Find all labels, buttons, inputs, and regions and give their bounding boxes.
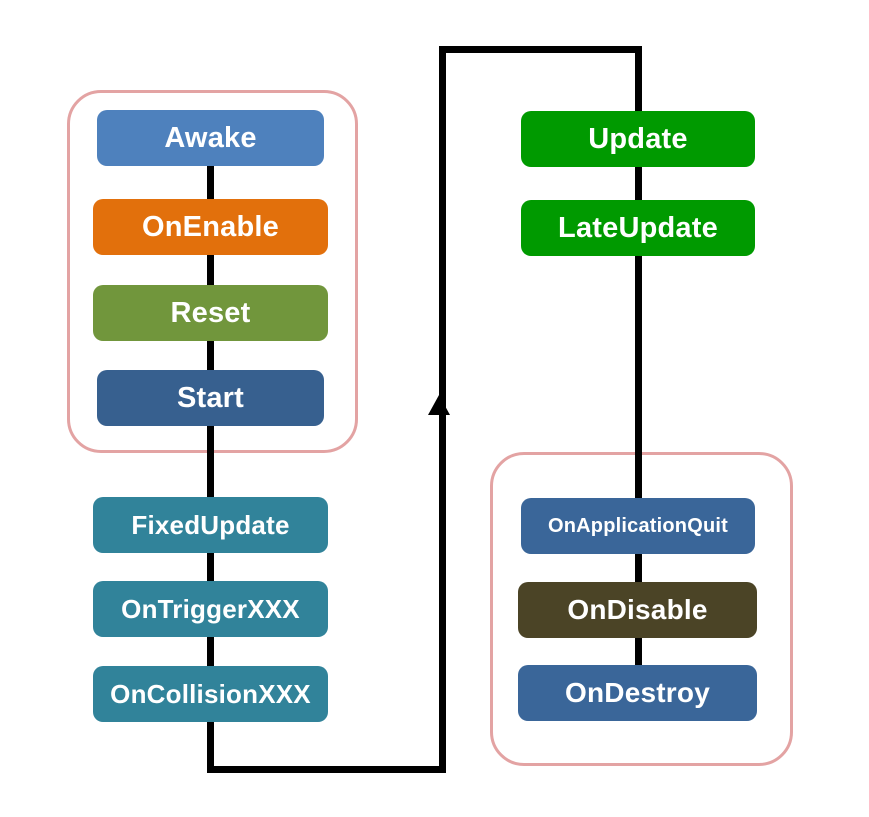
edge-awake-to-onenable <box>207 160 214 206</box>
node-reset[interactable]: Reset <box>93 285 328 341</box>
edge-reset-to-start <box>207 335 214 375</box>
node-update[interactable]: Update <box>521 111 755 167</box>
edge-fixedupdate-to-ontrigger <box>207 547 214 587</box>
edge-oncollision-down <box>207 716 214 773</box>
edge-bottom-loop-horizontal <box>207 766 446 773</box>
node-lateupdate[interactable]: LateUpdate <box>521 200 755 256</box>
edge-top-loop-vertical-left <box>439 46 446 406</box>
edge-lateupdate-to-quit <box>635 250 642 503</box>
node-start[interactable]: Start <box>97 370 324 426</box>
node-awake[interactable]: Awake <box>97 110 324 166</box>
arrowhead-arrow-to-update-loop <box>428 395 450 415</box>
edge-onenable-to-reset <box>207 249 214 291</box>
edge-ontrigger-to-oncollision <box>207 631 214 671</box>
node-onenable[interactable]: OnEnable <box>93 199 328 255</box>
edge-top-loop-horizontal <box>439 46 641 53</box>
edge-update-to-lateupdate <box>635 161 642 205</box>
edge-loop-up-to-update <box>439 400 446 770</box>
edge-top-loop-into-update <box>635 46 642 126</box>
node-ondisable[interactable]: OnDisable <box>518 582 757 638</box>
node-onapplicationquit[interactable]: OnApplicationQuit <box>521 498 755 554</box>
node-ondestroy[interactable]: OnDestroy <box>518 665 757 721</box>
node-ontriggerxxx[interactable]: OnTriggerXXX <box>93 581 328 637</box>
edge-quit-to-ondisable <box>635 548 642 588</box>
node-oncollisionxxx[interactable]: OnCollisionXXX <box>93 666 328 722</box>
edge-ondisable-to-ondestroy <box>635 632 642 672</box>
node-fixedupdate[interactable]: FixedUpdate <box>93 497 328 553</box>
edge-start-to-fixedupdate <box>207 420 214 502</box>
